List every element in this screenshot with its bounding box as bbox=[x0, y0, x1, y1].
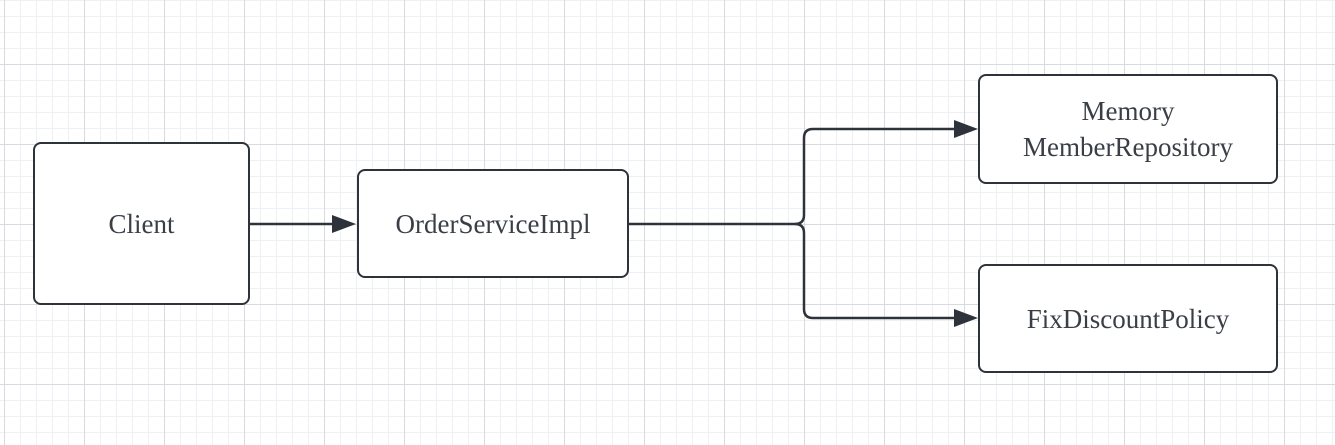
edge-orderservice-to-memory-repository bbox=[629, 127, 954, 226]
node-order-service-impl[interactable]: OrderServiceImpl bbox=[357, 169, 629, 278]
node-memory-member-repository-label-line-2: MemberRepository bbox=[1023, 132, 1233, 162]
node-fix-discount-policy-label: FixDiscountPolicy bbox=[1026, 303, 1230, 334]
node-client[interactable]: Client bbox=[33, 142, 250, 305]
node-memory-member-repository-label-line-1: Memory bbox=[1081, 96, 1175, 126]
node-fix-discount-policy[interactable]: FixDiscountPolicy bbox=[978, 264, 1278, 373]
arrowhead-orderservice bbox=[332, 215, 356, 233]
edge-orderservice-to-fixdiscountpolicy bbox=[794, 222, 954, 320]
node-order-service-impl-label: OrderServiceImpl bbox=[395, 208, 591, 239]
node-memory-member-repository[interactable]: Memory MemberRepository bbox=[978, 74, 1278, 184]
arrowhead-memory-repository bbox=[954, 120, 978, 138]
arrowhead-fixdiscountpolicy bbox=[954, 309, 978, 327]
node-client-label: Client bbox=[108, 208, 175, 239]
